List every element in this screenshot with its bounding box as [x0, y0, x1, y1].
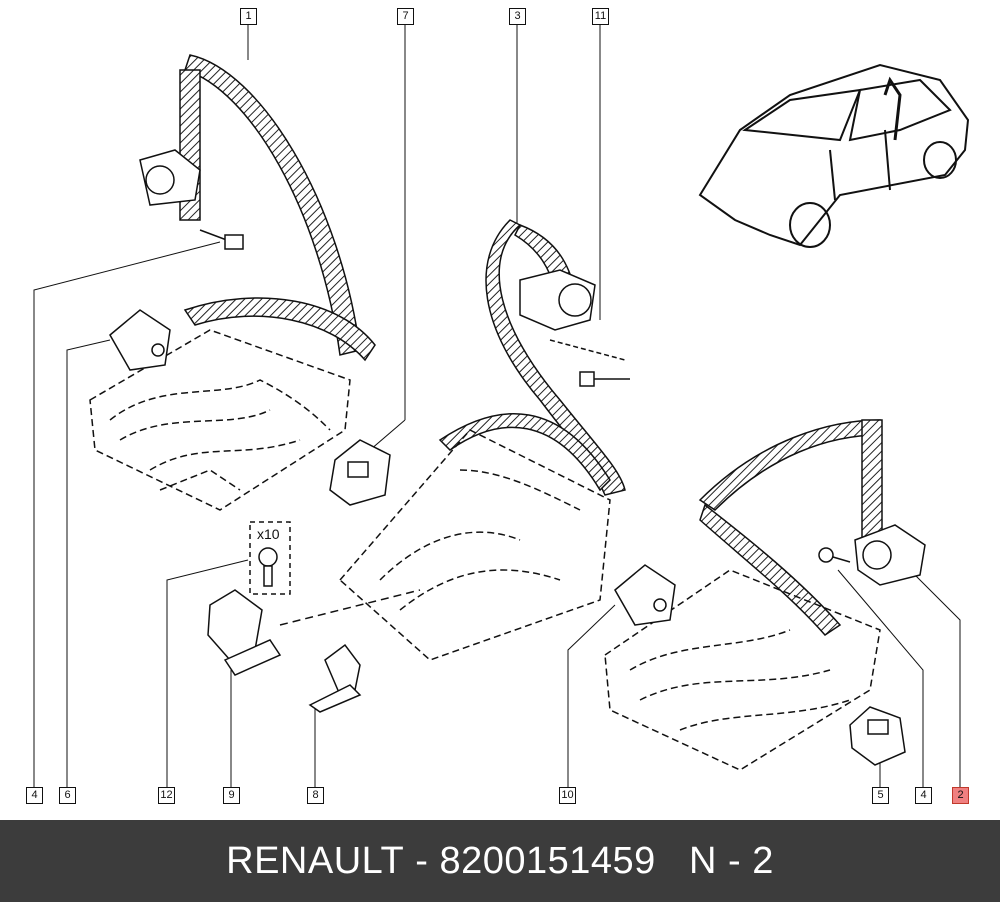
buckle-part-7	[329, 439, 391, 506]
callout-10: 10	[559, 787, 576, 804]
callout-12: 12	[158, 787, 175, 804]
callout-6: 6	[59, 787, 76, 804]
callout-3: 3	[509, 8, 526, 25]
footer-gap	[656, 840, 689, 883]
callout-2-highlighted[interactable]: 2	[952, 787, 969, 804]
callout-7: 7	[397, 8, 414, 25]
buckle-part-6	[109, 309, 171, 371]
footer-separator: -	[404, 839, 440, 882]
footer-part-number: 8200151459	[439, 839, 656, 882]
buckle-part-5	[849, 706, 906, 766]
buckle-part-9	[207, 589, 421, 676]
callout-11: 11	[592, 8, 609, 25]
callout-4-right: 4	[915, 787, 932, 804]
front-belt-assembly	[139, 54, 376, 362]
right-belt-assembly	[698, 419, 926, 636]
buckle-part-10	[614, 564, 676, 626]
callout-8: 8	[307, 787, 324, 804]
callout-9: 9	[223, 787, 240, 804]
leader-lines	[33, 24, 961, 788]
callout-1: 1	[240, 8, 257, 25]
quantity-label: x10	[257, 526, 280, 542]
footer-position: N - 2	[689, 839, 774, 882]
seat-belt-diagram	[33, 24, 970, 788]
callout-4-left: 4	[26, 787, 43, 804]
footer-bar: RENAULT - 8200151459 N - 2	[0, 820, 1000, 902]
bolt-part-11	[549, 339, 630, 387]
car-silhouette	[698, 63, 970, 248]
bolt-kit-part-12	[249, 521, 291, 595]
callout-5: 5	[872, 787, 889, 804]
right-seat-frame	[604, 569, 881, 771]
rear-center-belt	[438, 219, 626, 496]
buckle-part-8	[308, 643, 362, 713]
footer-brand: RENAULT	[226, 839, 405, 882]
center-seat-frame	[338, 429, 611, 661]
left-seat-frame	[89, 329, 351, 511]
